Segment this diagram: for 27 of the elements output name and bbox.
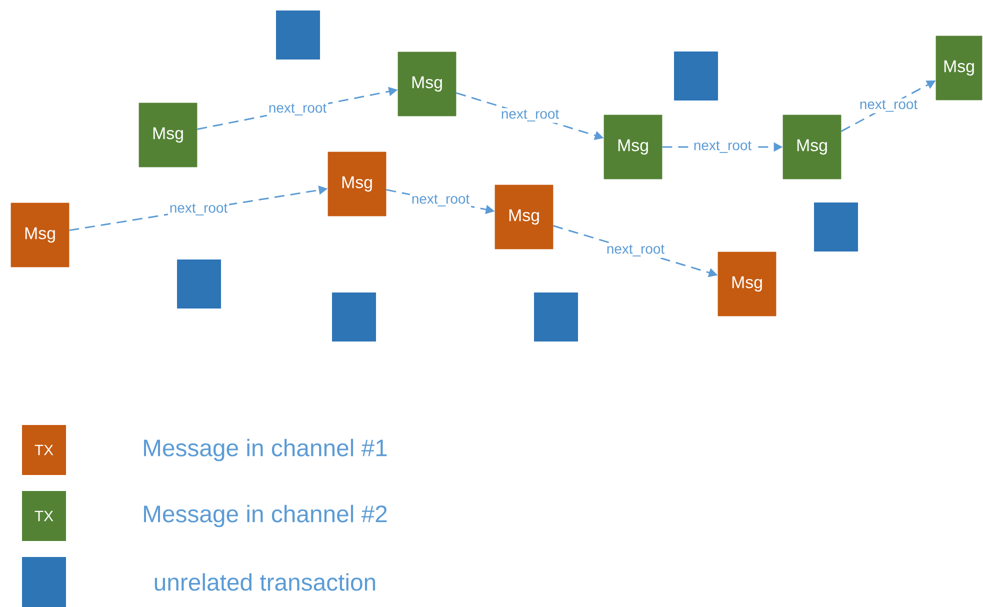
edge-label: next_root <box>860 100 918 112</box>
edge-label: next_root <box>694 141 752 153</box>
transaction-box <box>177 260 221 308</box>
swatch-label: TX <box>34 444 54 456</box>
message-box: Msg <box>604 114 662 180</box>
edge-label: next_root <box>607 244 664 256</box>
legend-text: Message in channel #1 <box>144 438 387 462</box>
transaction-box <box>276 10 320 60</box>
swatch-label: TX <box>34 510 54 522</box>
message-box: Msg <box>494 184 554 250</box>
edge-label: next_root <box>269 104 326 116</box>
message-box: Msg <box>782 114 842 180</box>
edge-label: next_root <box>170 204 228 216</box>
message-box: Msg <box>138 102 198 168</box>
edge-label: next_root <box>412 194 470 206</box>
message-box: Msg <box>718 252 776 316</box>
message-box: Msg <box>328 152 386 216</box>
legend-text: Message in channel #2 <box>144 504 387 528</box>
transaction-box <box>814 202 858 252</box>
transaction-box <box>534 292 578 342</box>
edge-label: next_root <box>502 110 559 122</box>
transaction-box <box>674 52 718 100</box>
message-box: Msg <box>398 52 456 116</box>
message-box: Msg <box>936 36 982 100</box>
transaction-box <box>332 292 376 342</box>
legend-text: unrelated transaction <box>154 573 376 591</box>
message-box: Msg <box>10 202 70 268</box>
